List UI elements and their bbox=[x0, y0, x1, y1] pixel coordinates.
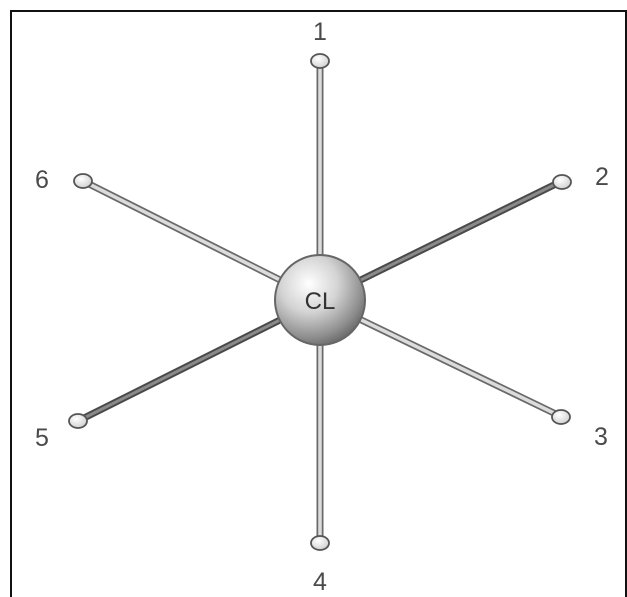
node-5 bbox=[69, 414, 87, 428]
node-3 bbox=[552, 410, 570, 424]
node-6 bbox=[74, 174, 92, 188]
position-label-6: 6 bbox=[35, 166, 49, 194]
center-label: CL bbox=[305, 288, 336, 315]
node-1 bbox=[311, 54, 329, 68]
node-4 bbox=[311, 536, 329, 550]
position-label-5: 5 bbox=[35, 424, 49, 452]
position-label-4: 4 bbox=[313, 568, 327, 596]
position-label-1: 1 bbox=[313, 18, 327, 46]
position-label-3: 3 bbox=[594, 423, 608, 451]
position-label-2: 2 bbox=[595, 163, 609, 191]
node-2 bbox=[553, 175, 571, 189]
